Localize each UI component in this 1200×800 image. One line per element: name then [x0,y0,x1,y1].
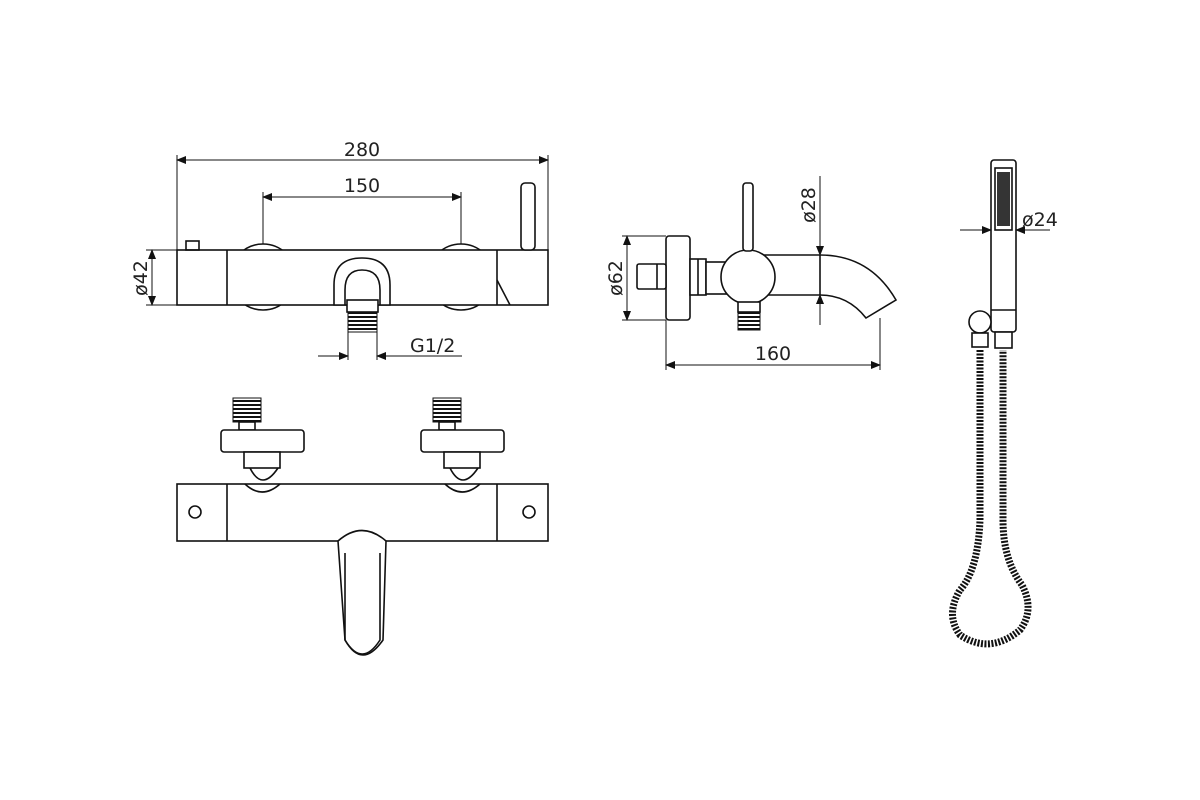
dim-center-distance: 150 [344,175,380,197]
front-view: 280 150 ø42 G1/2 [130,139,549,360]
top-view [176,397,549,656]
dim-thread: G1/2 [410,335,455,357]
dim-body-diameter: ø42 [130,260,152,296]
dim-overall-width: 280 [344,139,380,161]
hand-shower: ø24 [949,159,1058,648]
dim-handshower-diameter: ø24 [1022,209,1058,231]
dim-spout-diameter: ø28 [798,187,820,223]
side-view: ø62 ø28 160 [605,176,898,370]
dim-spout-projection: 160 [755,343,791,365]
dim-rosette-diameter: ø62 [605,260,627,296]
